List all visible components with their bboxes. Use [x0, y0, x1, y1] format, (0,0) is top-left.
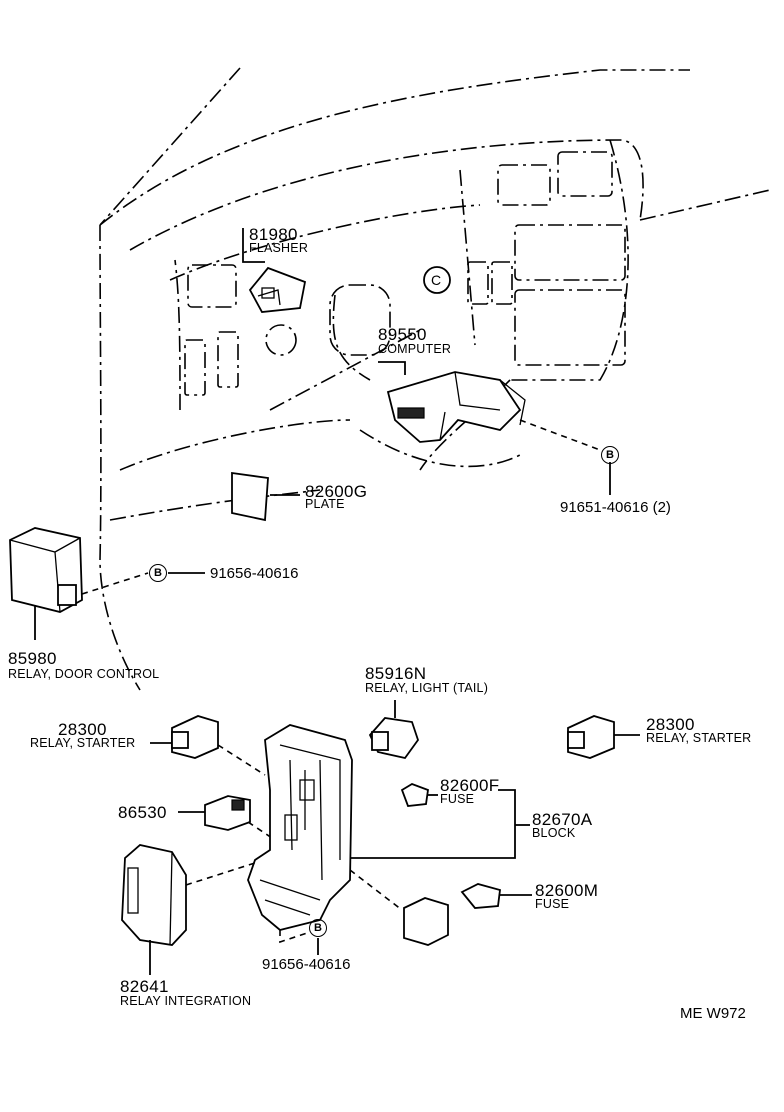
- bolt-computer-marker: B: [601, 446, 619, 464]
- bolt-block-number: 91656-40616: [262, 956, 351, 973]
- relay-integration-number: 82641: [120, 977, 169, 996]
- fuse-f-number: 82600F: [440, 776, 500, 795]
- fuse-m-number: 82600M: [535, 881, 599, 900]
- flasher-number: 81980: [249, 225, 298, 244]
- relay-door-control-icon: [9, 527, 83, 613]
- bolt-door-number: 91656-40616: [210, 565, 299, 582]
- dashboard-outline: [99, 67, 771, 691]
- block-icon: [247, 724, 353, 931]
- relay-integration-name: RELAY INTEGRATION: [120, 994, 252, 1008]
- relay-integration-icon: [121, 844, 187, 946]
- block-bolt-dash: [279, 930, 311, 944]
- relay-door-name: RELAY, DOOR CONTROL: [8, 667, 160, 681]
- relay-tail-number: 85916N: [365, 664, 427, 683]
- computer-number: 89550: [378, 325, 427, 344]
- block-number: 82670A: [532, 810, 593, 829]
- starter-right-number: 28300: [646, 715, 695, 734]
- plate-icon: [231, 471, 269, 522]
- bolt-computer-number: 91651-40616 (2): [560, 499, 671, 516]
- starter-left-number: 28300: [58, 720, 107, 739]
- starter-right-name: RELAY, STARTER: [646, 731, 752, 745]
- fuse-f-name: FUSE: [440, 792, 475, 806]
- starter-right-icon: [567, 715, 615, 759]
- computer-leader: [378, 361, 406, 375]
- block-cap-icon: [403, 897, 449, 946]
- starter-left-name: RELAY, STARTER: [30, 736, 136, 750]
- block-cap-dash: [349, 869, 403, 911]
- fuse-m-name: FUSE: [535, 897, 570, 911]
- starter-left-icon: [171, 715, 219, 759]
- flasher-leader: [242, 228, 265, 263]
- bolt-door-marker: B: [149, 564, 167, 582]
- relay-tail-icon: [368, 717, 419, 760]
- part-86530-number: 86530: [118, 803, 167, 822]
- computer-name: COMPUTER: [378, 342, 452, 356]
- relay-integration-dash: [185, 861, 259, 886]
- plate-name: PLATE: [305, 497, 345, 511]
- relay-door-number: 85980: [8, 649, 57, 668]
- flasher-name: FLASHER: [249, 241, 309, 255]
- starter-left-dash: [217, 744, 266, 776]
- block-name: BLOCK: [532, 826, 576, 840]
- relay-tail-name: RELAY, LIGHT (TAIL): [365, 681, 489, 695]
- flasher-icon: [248, 266, 307, 313]
- part-86530-dash: [247, 821, 273, 839]
- computer-icon: [386, 371, 526, 443]
- footer-code: ME W972: [680, 1005, 746, 1022]
- fuse-f-icon: [400, 783, 429, 807]
- c-mark: C: [431, 272, 442, 288]
- fuse-m-icon: [460, 883, 501, 909]
- block-bracket: [350, 789, 516, 859]
- part-86530-icon: [204, 795, 251, 831]
- computer-bolt-dash: [519, 419, 601, 451]
- door-bolt-dash: [81, 572, 149, 595]
- plate-number: 82600G: [305, 482, 368, 501]
- c-mark-circle: [423, 266, 451, 294]
- bolt-block-marker: B: [309, 919, 327, 937]
